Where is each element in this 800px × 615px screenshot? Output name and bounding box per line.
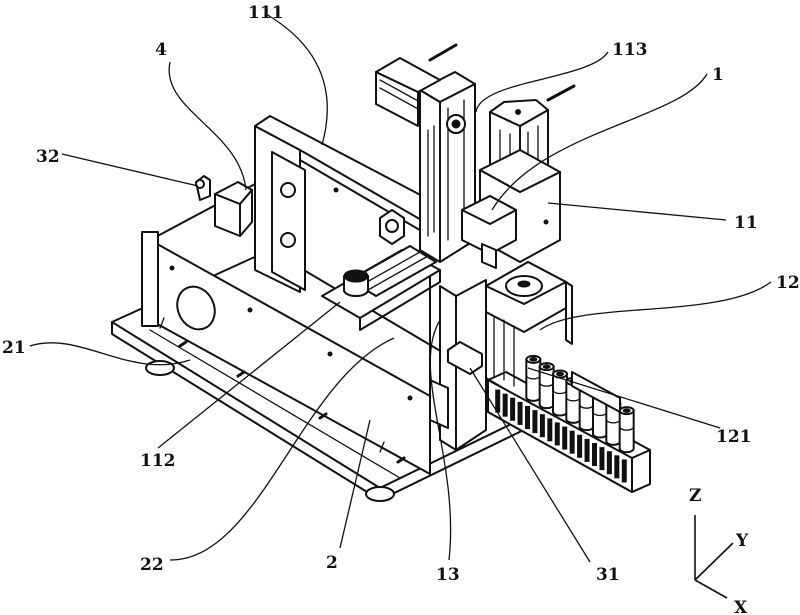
rack-slot <box>584 438 590 462</box>
y-axis-label: Y <box>735 531 749 551</box>
foot-front <box>365 486 395 502</box>
callout-113: 113 <box>612 40 648 60</box>
sample-tube <box>618 406 635 454</box>
callout-11: 11 <box>734 213 758 233</box>
motor-housing <box>461 84 576 269</box>
rack-slots <box>495 389 627 483</box>
leader-1 <box>491 73 708 211</box>
rack-slot <box>577 434 583 458</box>
foot-left <box>145 360 175 376</box>
leader-22 <box>169 337 395 561</box>
z-axis-label: Z <box>689 486 701 506</box>
leader-111 <box>265 13 328 146</box>
slide-rail <box>321 209 441 331</box>
rack-slot <box>517 401 523 425</box>
rack-slot <box>525 406 530 429</box>
sample-tube <box>552 369 568 417</box>
callout-32: 32 <box>36 147 60 167</box>
callout-31: 31 <box>596 565 620 585</box>
leader-13 <box>429 319 452 561</box>
leader-121 <box>527 367 721 429</box>
leader-4 <box>168 61 247 191</box>
motor-cable <box>428 43 458 62</box>
callout-labels: 111 4 113 1 32 11 12 121 21 112 22 2 13 … <box>2 3 800 585</box>
rack-slot <box>569 430 575 454</box>
x-axis-line <box>694 579 728 599</box>
callout-22: 22 <box>140 555 164 575</box>
callout-13: 13 <box>436 565 460 585</box>
rack-tubes <box>525 354 635 454</box>
panel-hole <box>176 285 216 331</box>
rack-slot <box>510 397 516 421</box>
motor-cable-right <box>546 84 576 102</box>
rack-slot <box>547 418 553 442</box>
lift-column <box>429 279 487 451</box>
axis-indicator: Z Y X <box>689 486 749 615</box>
side-panel <box>141 159 431 475</box>
leader-31 <box>469 367 591 563</box>
frame-plate <box>254 115 431 293</box>
gripper-head <box>485 261 573 387</box>
sample-tube <box>525 354 542 402</box>
rack-slot <box>606 451 612 475</box>
callout-2: 2 <box>326 553 338 573</box>
rack-slot <box>599 447 605 471</box>
rack-slot <box>614 455 620 479</box>
rack-slot <box>502 393 508 417</box>
rack-slot <box>621 459 627 483</box>
x-axis-label: X <box>734 598 748 615</box>
leader-112 <box>157 301 341 449</box>
rack-slot <box>554 422 560 446</box>
callout-112: 112 <box>140 451 176 471</box>
rack-slot <box>532 410 538 434</box>
bracket-block <box>195 175 253 237</box>
leader-2 <box>339 419 371 549</box>
callout-12: 12 <box>776 273 800 293</box>
rack-slot <box>539 414 545 438</box>
callout-21: 21 <box>2 338 26 358</box>
leader-21 <box>29 342 191 366</box>
rack-slot <box>562 426 568 450</box>
callout-4: 4 <box>155 40 167 60</box>
leader-113 <box>475 51 609 113</box>
callout-111: 111 <box>248 3 284 23</box>
leader-32 <box>61 153 199 187</box>
tube-rack <box>487 354 651 493</box>
leader-12 <box>539 281 772 331</box>
sample-tube <box>538 362 555 410</box>
rack-slot <box>592 443 597 466</box>
callout-121: 121 <box>716 427 752 447</box>
clamp <box>447 341 483 375</box>
rack-slot <box>495 389 501 413</box>
leader-11 <box>547 202 727 221</box>
leader-lines <box>29 13 772 563</box>
callout-1: 1 <box>712 65 724 85</box>
y-axis-line <box>694 542 734 581</box>
machine-illustration <box>111 43 651 502</box>
